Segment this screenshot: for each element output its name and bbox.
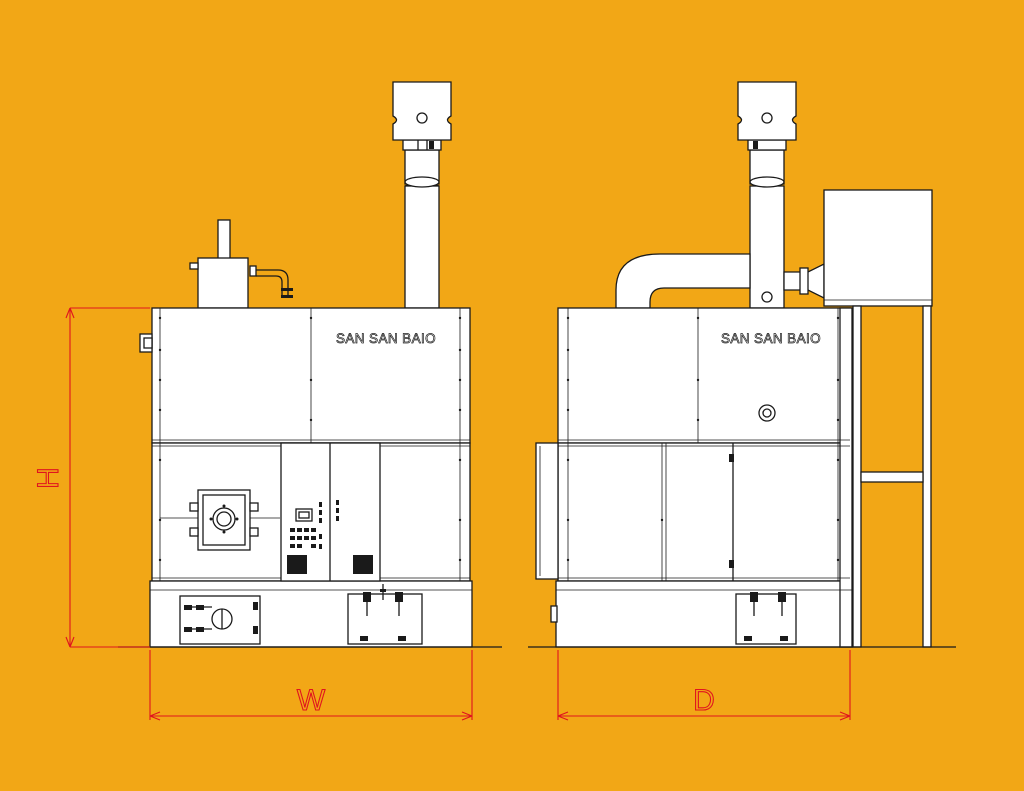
side-curved-duct (615, 253, 751, 309)
height-dimension: H (31, 307, 150, 648)
side-panel-bolts (566, 316, 840, 562)
front-brand-label: SAN SAN BAIO (336, 331, 436, 346)
side-view: SAN SAN BAIO (528, 81, 956, 648)
side-upper-section (557, 307, 851, 444)
front-chimney (392, 81, 452, 309)
front-inspection-door (189, 489, 259, 551)
side-door-hinges (729, 454, 734, 568)
front-panel-bolts (158, 316, 462, 562)
front-base-details (179, 584, 423, 645)
side-brand-label: SAN SAN BAIO (721, 331, 821, 346)
height-label: H (32, 467, 65, 489)
side-cyclone-box (783, 189, 933, 648)
side-middle-section (557, 442, 851, 582)
front-top-hopper (189, 219, 293, 309)
front-control-cabinet (280, 442, 381, 582)
side-chimney (737, 81, 797, 309)
side-round-port (758, 404, 776, 422)
width-dimension: W (149, 650, 473, 721)
side-base-section (555, 580, 853, 648)
depth-dimension: D (557, 650, 851, 721)
side-base-details (735, 592, 797, 645)
depth-label: D (693, 684, 715, 717)
side-left-door (535, 442, 559, 580)
front-view: SAN SAN BAIO (118, 81, 502, 648)
width-label: W (297, 684, 326, 717)
